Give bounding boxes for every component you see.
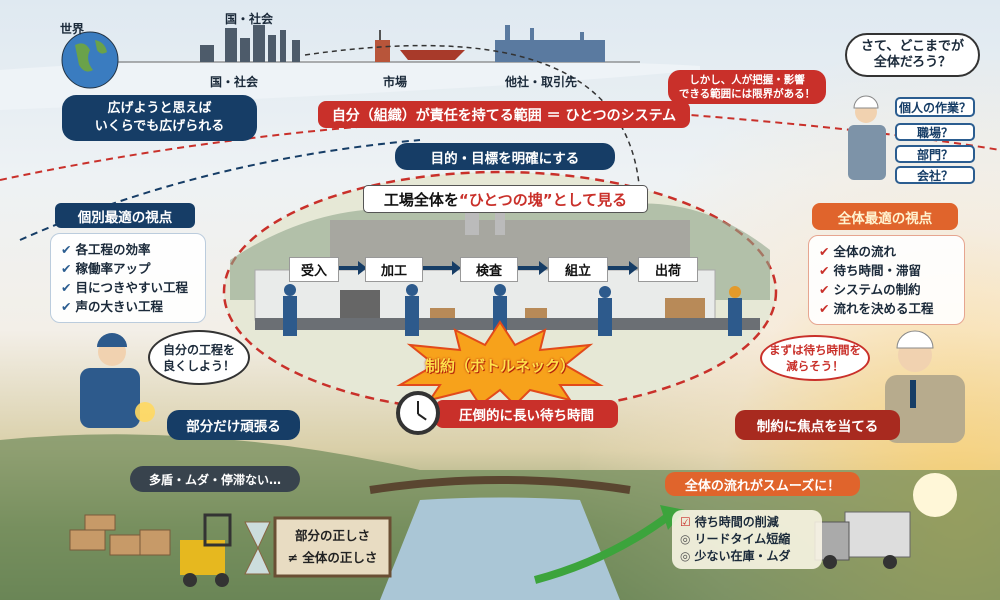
river bbox=[380, 497, 620, 600]
thinker-thought-cloud: さて、どこまでが全体だろう？ bbox=[845, 33, 980, 77]
expand-banner: 広げようと思えば いくらでも広げられる bbox=[62, 95, 257, 141]
factory-title-b: “ひとつの塊” bbox=[458, 190, 553, 209]
sign-board bbox=[273, 516, 392, 578]
check-icon: ✔ bbox=[819, 244, 830, 259]
factory-buildings-icon bbox=[495, 25, 605, 62]
global-view-list: ✔全体の流れ ✔待ち時間・滞留 ✔システムの制約 ✔流れを決める工程 bbox=[808, 235, 965, 325]
welding-spark-icon bbox=[135, 402, 155, 422]
global-view-item: ✔システムの制約 bbox=[819, 282, 921, 297]
parts-boxes bbox=[430, 298, 705, 318]
local-thought-cloud: 自分の工程を良くしよう！ bbox=[148, 330, 250, 385]
bottleneck-label: 制約（ボトルネック） bbox=[424, 357, 575, 375]
global-view-title: 全体最適の視点 bbox=[812, 203, 958, 230]
line-workers bbox=[283, 284, 742, 336]
check-icon: ✔ bbox=[819, 263, 830, 278]
local-view-title: 個別最適の視点 bbox=[55, 203, 195, 228]
bridge-icon bbox=[369, 476, 631, 494]
process-arrow bbox=[608, 261, 638, 275]
thought-line2: 全体だろう？ bbox=[873, 55, 952, 70]
check-icon: ✔ bbox=[819, 282, 830, 297]
truck-icon bbox=[814, 511, 911, 569]
option-company: 会社？ bbox=[895, 166, 975, 184]
expand-banner-line1: 広げようと思えば bbox=[107, 101, 212, 116]
check-icon: ✔ bbox=[819, 301, 830, 316]
engineer bbox=[885, 330, 965, 443]
scope-label-market: 市場 bbox=[383, 75, 408, 89]
process-step-inspection: 検査 bbox=[460, 257, 518, 282]
check-icon: ✔ bbox=[61, 280, 72, 295]
city-skyline-icon bbox=[200, 25, 300, 62]
local-view-item: ✔声の大きい工程 bbox=[61, 299, 163, 314]
globe-icon bbox=[61, 31, 119, 89]
limit-speech-line1: しかし、人が把握・影響 bbox=[689, 74, 805, 86]
global-view-item: ✔流れを決める工程 bbox=[819, 301, 934, 316]
benefit-item: ◎リードタイム短縮 bbox=[680, 532, 791, 546]
global-speech-bubble: まずは待ち時間を減らそう！ bbox=[760, 335, 870, 381]
global-action-banner: 制約に焦点を当てる bbox=[735, 410, 900, 440]
waste-thought-cloud: 多盾・ムダ・停滞ない… bbox=[130, 466, 300, 492]
smooth-flow-banner: 全体の流れがスムーズに！ bbox=[665, 472, 860, 496]
circle-bullet-icon: ◎ bbox=[680, 532, 691, 546]
machine bbox=[340, 290, 380, 318]
system-banner: 自分（組織）が責任を持てる範囲 ＝ ひとつのシステム bbox=[318, 101, 690, 128]
scope-label-nation: 国・社会 bbox=[210, 75, 259, 89]
welding-worker bbox=[80, 333, 155, 428]
local-view-item: ✔稼働率アップ bbox=[61, 261, 151, 276]
limit-speech-line2: できる範囲には限界がある！ bbox=[678, 88, 816, 100]
sign-text: 部分の正しさ ≠ 全体の正しさ bbox=[275, 522, 390, 569]
sign-line2: ≠ 全体の正しさ bbox=[287, 550, 378, 565]
expand-banner-line2: いくらでも広げられる bbox=[94, 119, 225, 134]
process-arrow bbox=[518, 261, 548, 275]
scope-label-world: 世界 bbox=[60, 22, 85, 36]
purpose-banner: 目的・目標を明確にする bbox=[395, 143, 615, 170]
benefit-item: ◎少ない在庫・ムダ bbox=[680, 549, 791, 563]
process-arrow bbox=[423, 261, 461, 275]
green-up-arrow-icon bbox=[533, 511, 673, 584]
thought-line1: さて、どこまでが bbox=[861, 39, 964, 54]
option-individual: 個人の作業？ bbox=[895, 97, 975, 117]
factory-title: 工場全体を“ひとつの塊”として見る bbox=[363, 185, 648, 213]
global-view-item: ✔待ち時間・滞留 bbox=[819, 263, 921, 278]
bottleneck-burst bbox=[396, 320, 604, 407]
scope-label-nation-top: 国・社会 bbox=[225, 12, 274, 26]
check-icon: ✔ bbox=[61, 299, 72, 314]
market-port-icon bbox=[375, 30, 465, 62]
boxes-pile-icon bbox=[69, 514, 171, 556]
benefit-item: ☑待ち時間の削減 bbox=[680, 515, 779, 529]
scope-label-partners: 他社・取引先 bbox=[505, 75, 578, 89]
sign-line1: 部分の正しさ bbox=[294, 528, 370, 543]
factory-title-a: 工場全体を bbox=[383, 190, 459, 209]
factory-title-c: として見る bbox=[552, 190, 628, 209]
check-icon: ✔ bbox=[61, 242, 72, 257]
process-step-receiving: 受入 bbox=[289, 257, 339, 282]
circle-bullet-icon: ◎ bbox=[680, 549, 691, 563]
check-icon: ✔ bbox=[61, 261, 72, 276]
globe-land bbox=[75, 40, 107, 72]
local-action-banner: 部分だけ頑張る bbox=[167, 410, 300, 440]
option-department: 部門？ bbox=[895, 145, 975, 163]
local-view-list: ✔各工程の効率 ✔稼働率アップ ✔目につきやすい工程 ✔声の大きい工程 bbox=[50, 233, 206, 323]
check-icon: ☑ bbox=[680, 515, 691, 529]
process-step-shipping: 出荷 bbox=[638, 257, 698, 282]
global-view-item: ✔全体の流れ bbox=[819, 244, 896, 259]
process-step-processing: 加工 bbox=[365, 257, 423, 282]
option-workplace: 職場？ bbox=[895, 123, 975, 141]
hourglass-icon bbox=[244, 521, 271, 575]
limit-speech-bubble: しかし、人が把握・影響 できる範囲には限界がある！ bbox=[668, 70, 826, 104]
process-step-assembly: 組立 bbox=[548, 257, 608, 282]
conveyor-belt bbox=[255, 318, 760, 330]
long-wait-banner: 圧倒的に長い待ち時間 bbox=[435, 400, 618, 428]
benefits-list: ☑待ち時間の削減 ◎リードタイム短縮 ◎少ない在庫・ムダ bbox=[672, 510, 822, 569]
thinking-worker bbox=[848, 95, 886, 180]
process-arrow bbox=[339, 261, 367, 275]
sun-icon bbox=[913, 473, 957, 517]
local-view-item: ✔目につきやすい工程 bbox=[61, 280, 188, 295]
clock-icon bbox=[396, 391, 440, 435]
forklift-icon bbox=[180, 513, 232, 587]
local-view-item: ✔各工程の効率 bbox=[61, 242, 151, 257]
